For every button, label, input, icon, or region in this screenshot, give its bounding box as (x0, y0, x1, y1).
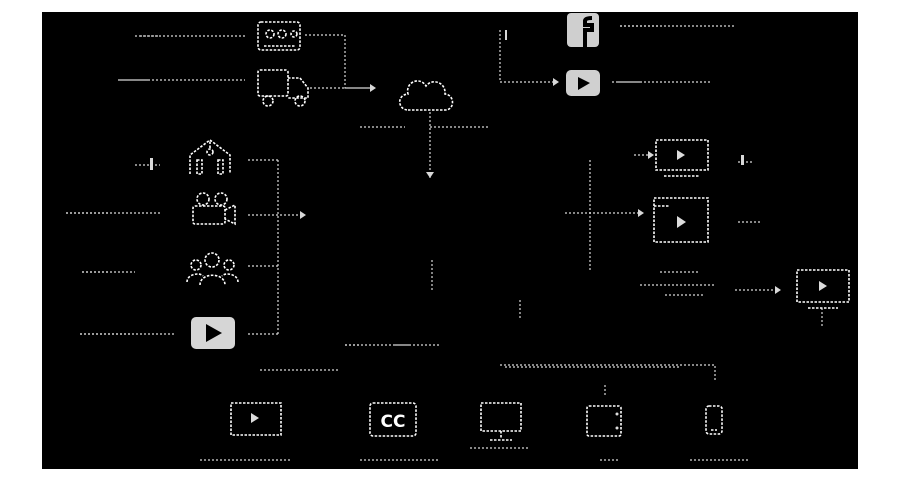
desktop-monitor-icon (480, 402, 522, 441)
arrowheads (300, 78, 781, 294)
play-button-icon (191, 317, 235, 349)
smartphone-icon (705, 405, 723, 435)
window-play-icon (653, 197, 709, 243)
school-building-icon (189, 139, 231, 175)
audience-group-icon (186, 252, 239, 286)
video-camera-icon (192, 192, 236, 226)
closed-captions-icon: CC (369, 402, 417, 437)
small-markers (150, 30, 744, 170)
desktop-screen-play-icon (796, 269, 850, 309)
cc-label: CC (381, 412, 406, 432)
facebook-icon (567, 13, 599, 47)
delivery-truck-icon (257, 69, 309, 107)
video-play-icon (566, 70, 600, 96)
connector-lines (66, 25, 823, 449)
diagram-panel (42, 12, 858, 469)
tablet-icon (586, 405, 622, 437)
monitor-play-icon (655, 139, 709, 177)
faint-text-marks (66, 25, 750, 461)
cloud-icon (398, 80, 454, 111)
screen-play-icon (230, 402, 282, 436)
id-card-icon (257, 21, 301, 51)
